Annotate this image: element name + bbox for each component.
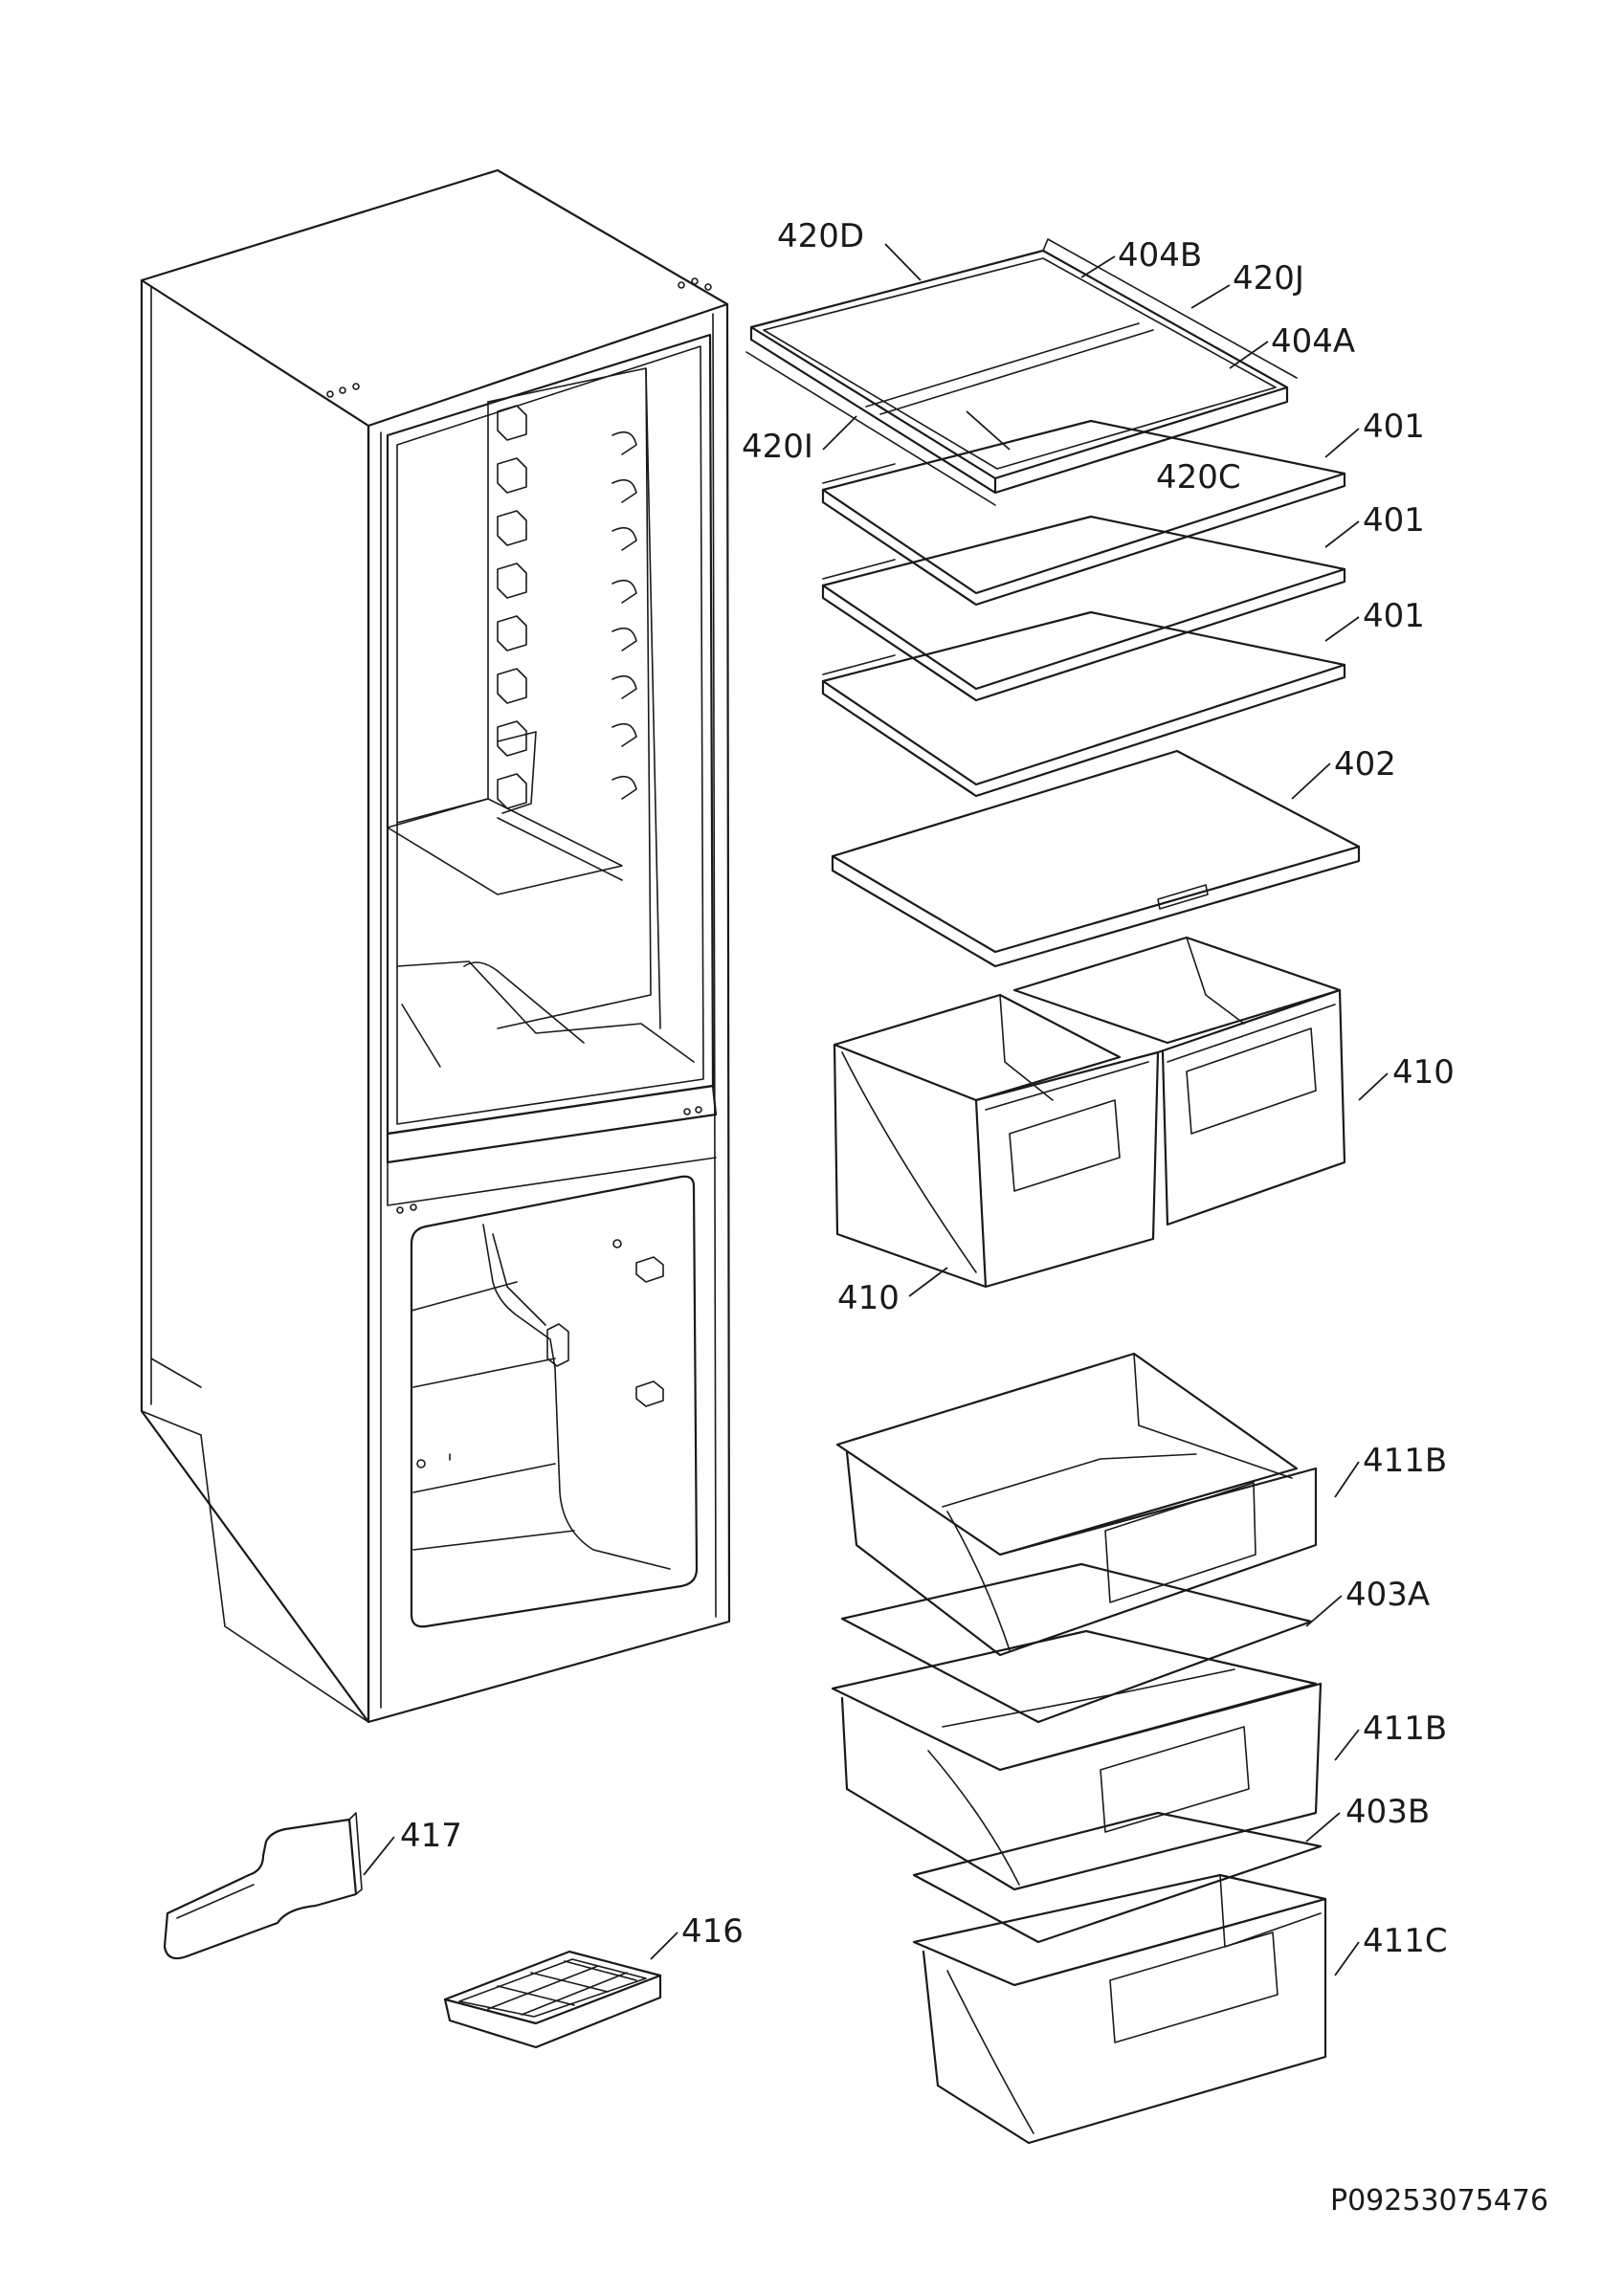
glass-shelf-2 — [821, 515, 1346, 702]
label-420C: 420C — [1156, 458, 1241, 497]
label-417: 417 — [400, 1817, 462, 1855]
ice-scoop-417 — [163, 1812, 363, 1960]
freezer-drawer-middle — [831, 1629, 1323, 1891]
freezer-drawer-top — [835, 1352, 1318, 1657]
crisper-drawer-right — [1012, 936, 1346, 1226]
label-403A: 403A — [1345, 1576, 1430, 1614]
label-411C: 411C — [1363, 1922, 1448, 1960]
freezer-drawer-bottom — [912, 1873, 1327, 2145]
label-404A: 404A — [1271, 322, 1355, 361]
label-420D: 420D — [777, 217, 864, 255]
divider-plate-403B — [912, 1811, 1323, 1944]
label-420I: 420I — [742, 428, 813, 466]
label-403B: 403B — [1345, 1793, 1430, 1831]
label-416: 416 — [681, 1912, 744, 1951]
drawing-code: P09253075476 — [1330, 2184, 1548, 2218]
leader-lines — [363, 243, 1389, 1976]
top-split-shelf — [745, 238, 1298, 506]
label-401-a: 401 — [1363, 408, 1425, 446]
label-411B-a: 411B — [1363, 1442, 1447, 1480]
crisper-drawer-left — [833, 993, 1160, 1289]
label-402: 402 — [1334, 745, 1396, 784]
label-420J: 420J — [1233, 259, 1304, 298]
label-410-left: 410 — [837, 1279, 900, 1317]
label-401-c: 401 — [1363, 597, 1425, 635]
fridge-cabinet — [140, 168, 731, 1724]
label-410-right: 410 — [1392, 1053, 1455, 1092]
part-labels: 420D 404B 420J 404A 420I 420C 401 401 40… — [400, 217, 1548, 2218]
ice-tray-416 — [443, 1950, 662, 2049]
glass-shelf-1 — [821, 419, 1346, 607]
label-401-b: 401 — [1363, 501, 1425, 540]
crisper-cover — [831, 749, 1361, 968]
label-404B: 404B — [1118, 236, 1202, 275]
glass-shelf-3 — [821, 610, 1346, 798]
label-411B-b: 411B — [1363, 1710, 1447, 1748]
